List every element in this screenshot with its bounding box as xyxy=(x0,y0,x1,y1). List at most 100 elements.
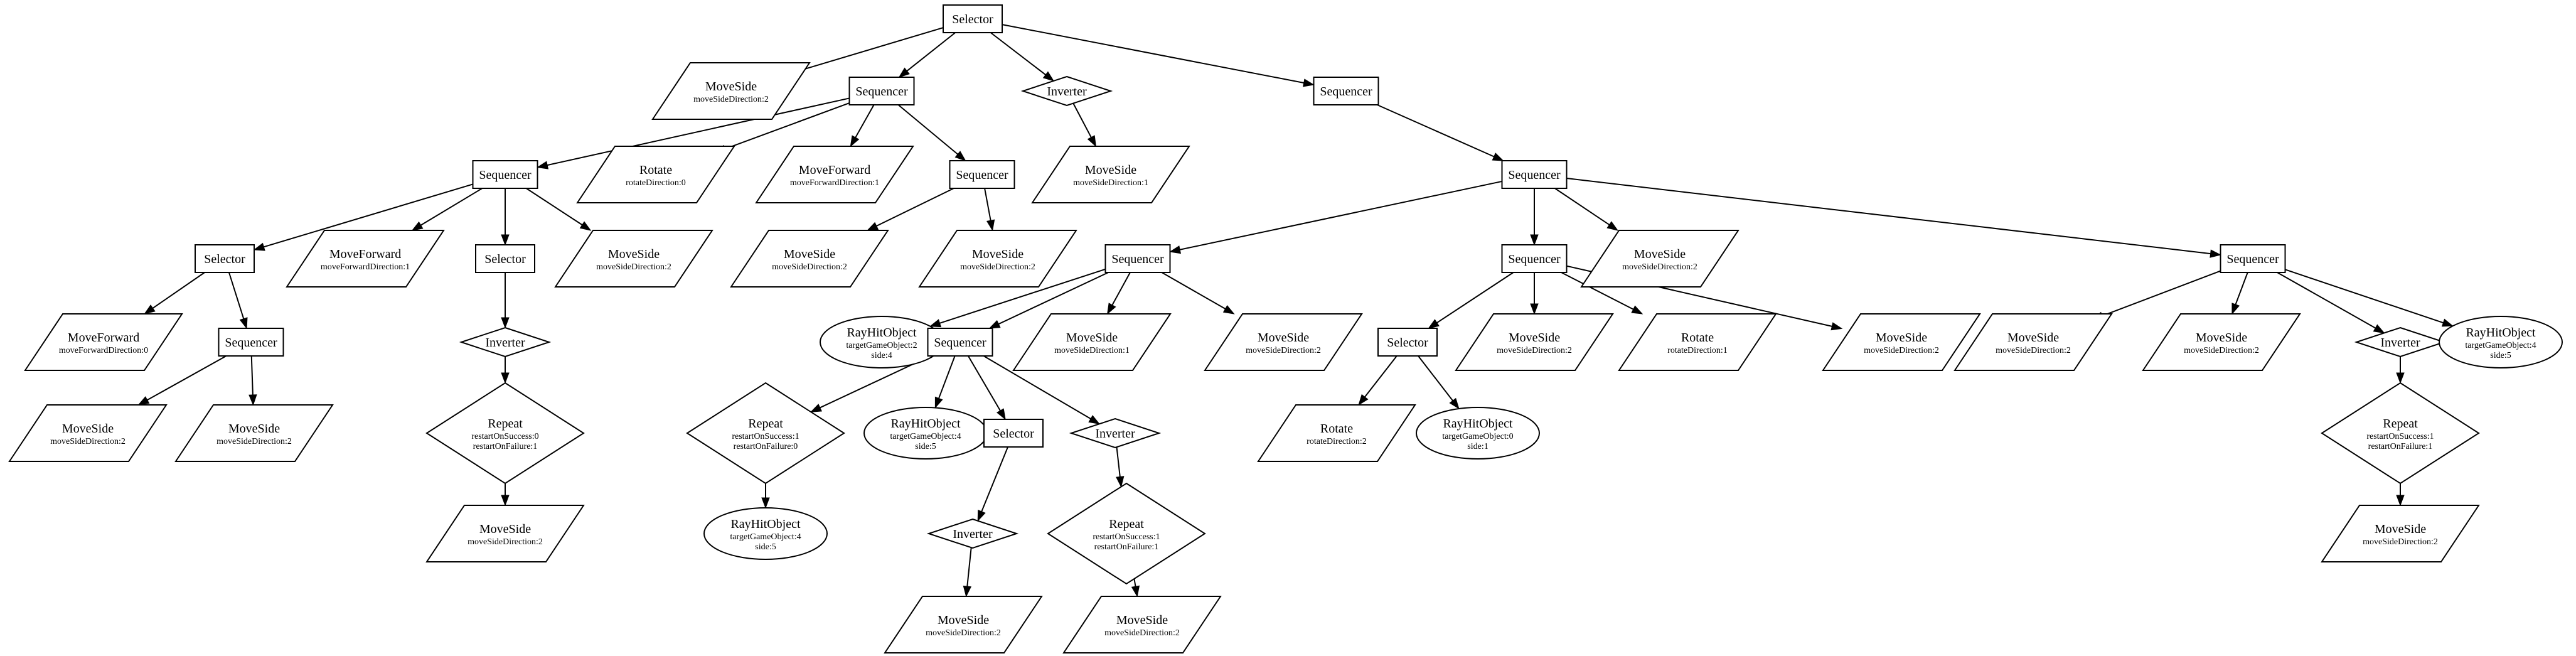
edge-n6-n14 xyxy=(501,188,510,246)
edge-n49-n52 xyxy=(963,547,972,598)
node-sequencer-n23: Sequencer xyxy=(218,328,284,357)
parallelogram-node-shape xyxy=(1012,313,1172,371)
node-label: Selector xyxy=(1387,336,1428,350)
arrowhead-icon xyxy=(810,404,823,412)
edge-n1-n5 xyxy=(1002,24,1315,87)
arrowhead-icon xyxy=(239,317,248,330)
node-label: MoveSide xyxy=(1085,163,1136,177)
node-label: MoveForward xyxy=(329,247,401,261)
node-parameter: restartOnSuccess:0 xyxy=(471,432,538,441)
parallelogram-node-shape xyxy=(1822,313,1981,371)
arrowhead-icon xyxy=(2231,303,2240,315)
arrowhead-icon xyxy=(867,222,879,231)
node-label: Repeat xyxy=(1109,517,1144,531)
node-parameter: side:5 xyxy=(2490,351,2511,360)
node-parameter: rotateDirection:0 xyxy=(626,178,686,188)
node-parameter: moveSideDirection:2 xyxy=(1246,346,1321,355)
edge-line xyxy=(1364,355,1398,397)
node-parameter: moveSideDirection:2 xyxy=(50,437,126,446)
edge-line xyxy=(984,188,991,221)
edge-n6-n13 xyxy=(411,188,483,231)
arrowhead-icon xyxy=(1222,304,1235,315)
node-inverter-n4: Inverter xyxy=(1020,75,1113,107)
box-node-shape xyxy=(943,4,1003,33)
edge-line xyxy=(2277,272,2376,329)
box-node-shape xyxy=(472,160,538,189)
node-label: Selector xyxy=(952,13,993,26)
diamond-node-shape xyxy=(2354,326,2447,358)
node-parameter: moveSideDirection:2 xyxy=(216,437,292,446)
node-label: Sequencer xyxy=(1508,168,1561,182)
node-sequencer-n21: Sequencer xyxy=(2220,244,2286,273)
node-parameter: restartOnFailure:1 xyxy=(2368,442,2433,451)
edge-line xyxy=(147,355,227,401)
edge-n12-n22 xyxy=(144,272,205,315)
node-sequencer-n3: Sequencer xyxy=(848,77,915,105)
edge-line xyxy=(2285,269,2444,324)
node-parameter: targetGameObject:0 xyxy=(1442,432,1513,441)
node-sequencer-n9: Sequencer xyxy=(949,160,1015,189)
node-label: Repeat xyxy=(2383,417,2418,431)
edge-n1-n3 xyxy=(898,32,956,78)
node-parameter: targetGameObject:4 xyxy=(2465,341,2536,350)
box-node-shape xyxy=(1313,77,1379,105)
node-label: Inverter xyxy=(1047,85,1087,99)
edge-n12-n23 xyxy=(228,272,248,330)
arrowhead-icon xyxy=(1116,476,1125,488)
edge-line xyxy=(1566,178,2211,255)
edge-n26-n43 xyxy=(983,355,1101,424)
node-label: MoveSide xyxy=(705,80,757,94)
edge-line xyxy=(897,104,958,155)
diamond-node-shape xyxy=(425,382,585,485)
node-parameter: restartOnSuccess:1 xyxy=(1093,532,1160,542)
edge-n40-n48 xyxy=(761,483,770,509)
node-parameter: side:5 xyxy=(755,542,776,552)
edge-n29-n44 xyxy=(1358,355,1398,406)
edge-line xyxy=(1554,188,1610,225)
edge-line xyxy=(938,355,956,399)
edge-n18-n26 xyxy=(988,272,1109,329)
node-parameter: targetGameObject:4 xyxy=(890,432,961,441)
edge-n26-n41 xyxy=(934,355,956,409)
arrowhead-icon xyxy=(411,221,424,231)
box-node-shape xyxy=(848,77,915,105)
node-label: RayHitObject xyxy=(2466,326,2536,340)
edge-n43-n50 xyxy=(1116,447,1125,488)
edge-line xyxy=(906,32,956,72)
node-sequencer-n6: Sequencer xyxy=(472,160,538,189)
edge-n18-n27 xyxy=(1107,272,1131,315)
box-node-shape xyxy=(949,160,1015,189)
node-parameter: moveSideDirection:2 xyxy=(772,262,847,272)
edge-n19-n29 xyxy=(1428,272,1514,329)
edge-n19-n31 xyxy=(1561,272,1643,315)
edge-n11-n19 xyxy=(1530,188,1539,246)
edge-n46-n51 xyxy=(2396,483,2405,507)
arrowhead-icon xyxy=(1358,394,1369,406)
node-label: MoveSide xyxy=(2007,331,2059,345)
tree-edges xyxy=(137,24,2454,598)
diamond-node-shape xyxy=(686,382,845,485)
node-label: Inverter xyxy=(2380,336,2420,350)
arrowhead-icon xyxy=(1131,585,1140,598)
node-selector-n14: Selector xyxy=(475,244,535,273)
arrowhead-icon xyxy=(1107,303,1116,315)
parallelogram-node-shape xyxy=(174,404,334,462)
parallelogram-node-shape xyxy=(651,62,811,120)
node-label: MoveSide xyxy=(2196,331,2247,345)
arrowhead-icon xyxy=(898,67,910,78)
node-label: MoveSide xyxy=(2375,522,2426,536)
parallelogram-node-shape xyxy=(2321,505,2480,562)
arrowhead-icon xyxy=(579,221,592,231)
arrowhead-icon xyxy=(2396,372,2405,384)
